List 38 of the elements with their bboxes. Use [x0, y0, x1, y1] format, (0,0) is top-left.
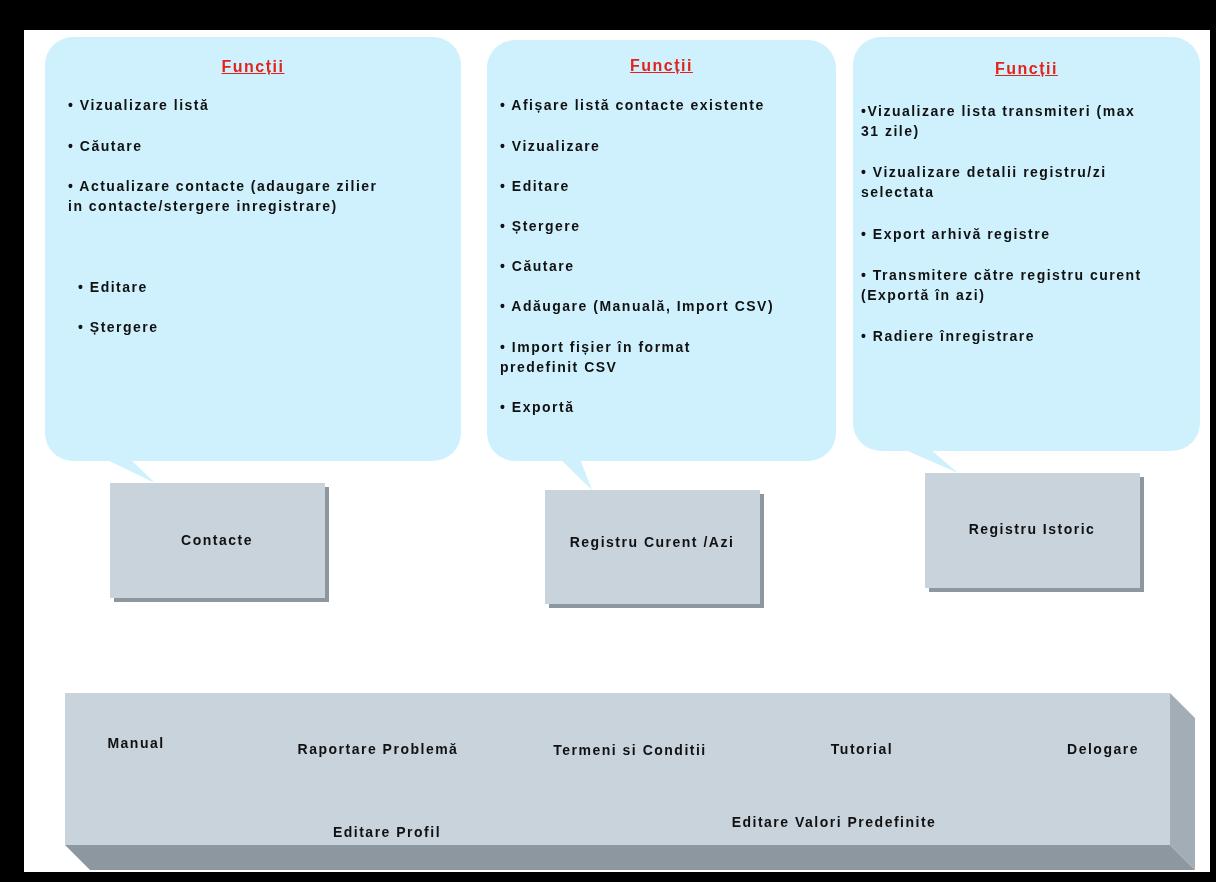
list-item: • Căutare [500, 257, 576, 276]
list-item: • Import fișier în format predefinit CSV [500, 338, 692, 377]
list-item: • Exportă [500, 398, 576, 417]
bubble-heading: Funcții [994, 59, 1059, 79]
process-box [545, 490, 764, 608]
list-item: • Căutare [68, 137, 144, 156]
menu-item: Termeni si Conditii [553, 741, 707, 760]
box-label: Registru Istoric [967, 520, 1097, 539]
menu-item: Editare Profil [332, 823, 442, 842]
box-label: Registru Curent /Azi [568, 533, 736, 552]
menu-item: Editare Valori Predefinite [731, 813, 937, 832]
list-item: • Actualizare contacte (adaugare zilier in contacte/stergere inregistrare) [68, 177, 379, 216]
speech-bubble [853, 37, 1200, 451]
list-item: • Ștergere [78, 318, 160, 337]
menu-item: Tutorial [830, 740, 894, 759]
list-item: • Transmitere către registru curent (Exportă în azi) [861, 266, 1143, 305]
box-label: Contacte [180, 531, 254, 550]
menu-item: Raportare Problemă [297, 740, 459, 759]
list-item: • Radiere înregistrare [861, 327, 1037, 346]
speech-bubble [45, 37, 461, 461]
list-item: •Vizualizare lista transmiteri (max 31 zile) [861, 102, 1137, 141]
list-item: • Editare [500, 177, 571, 196]
bubble-heading: Funcții [629, 56, 694, 76]
list-item: • Ștergere [500, 217, 582, 236]
list-item: • Vizualizare listă [68, 96, 211, 115]
process-box [925, 473, 1144, 592]
list-item: • Vizualizare [500, 137, 602, 156]
process-box [110, 483, 329, 602]
callout-tail [560, 459, 592, 490]
menu-item: Delogare [1067, 740, 1139, 759]
menu-item: Manual [107, 734, 165, 753]
list-item: • Export arhivă registre [861, 225, 1052, 244]
speech-bubble [487, 40, 836, 461]
list-item: • Vizualizare detalii registru/zi selectata [861, 163, 1108, 202]
bubble-heading: Funcții [220, 57, 286, 77]
list-item: • Editare [78, 278, 149, 297]
list-item: • Adăugare (Manuală, Import CSV) [500, 297, 776, 316]
list-item: • Afișare listă contacte existente [500, 96, 766, 115]
